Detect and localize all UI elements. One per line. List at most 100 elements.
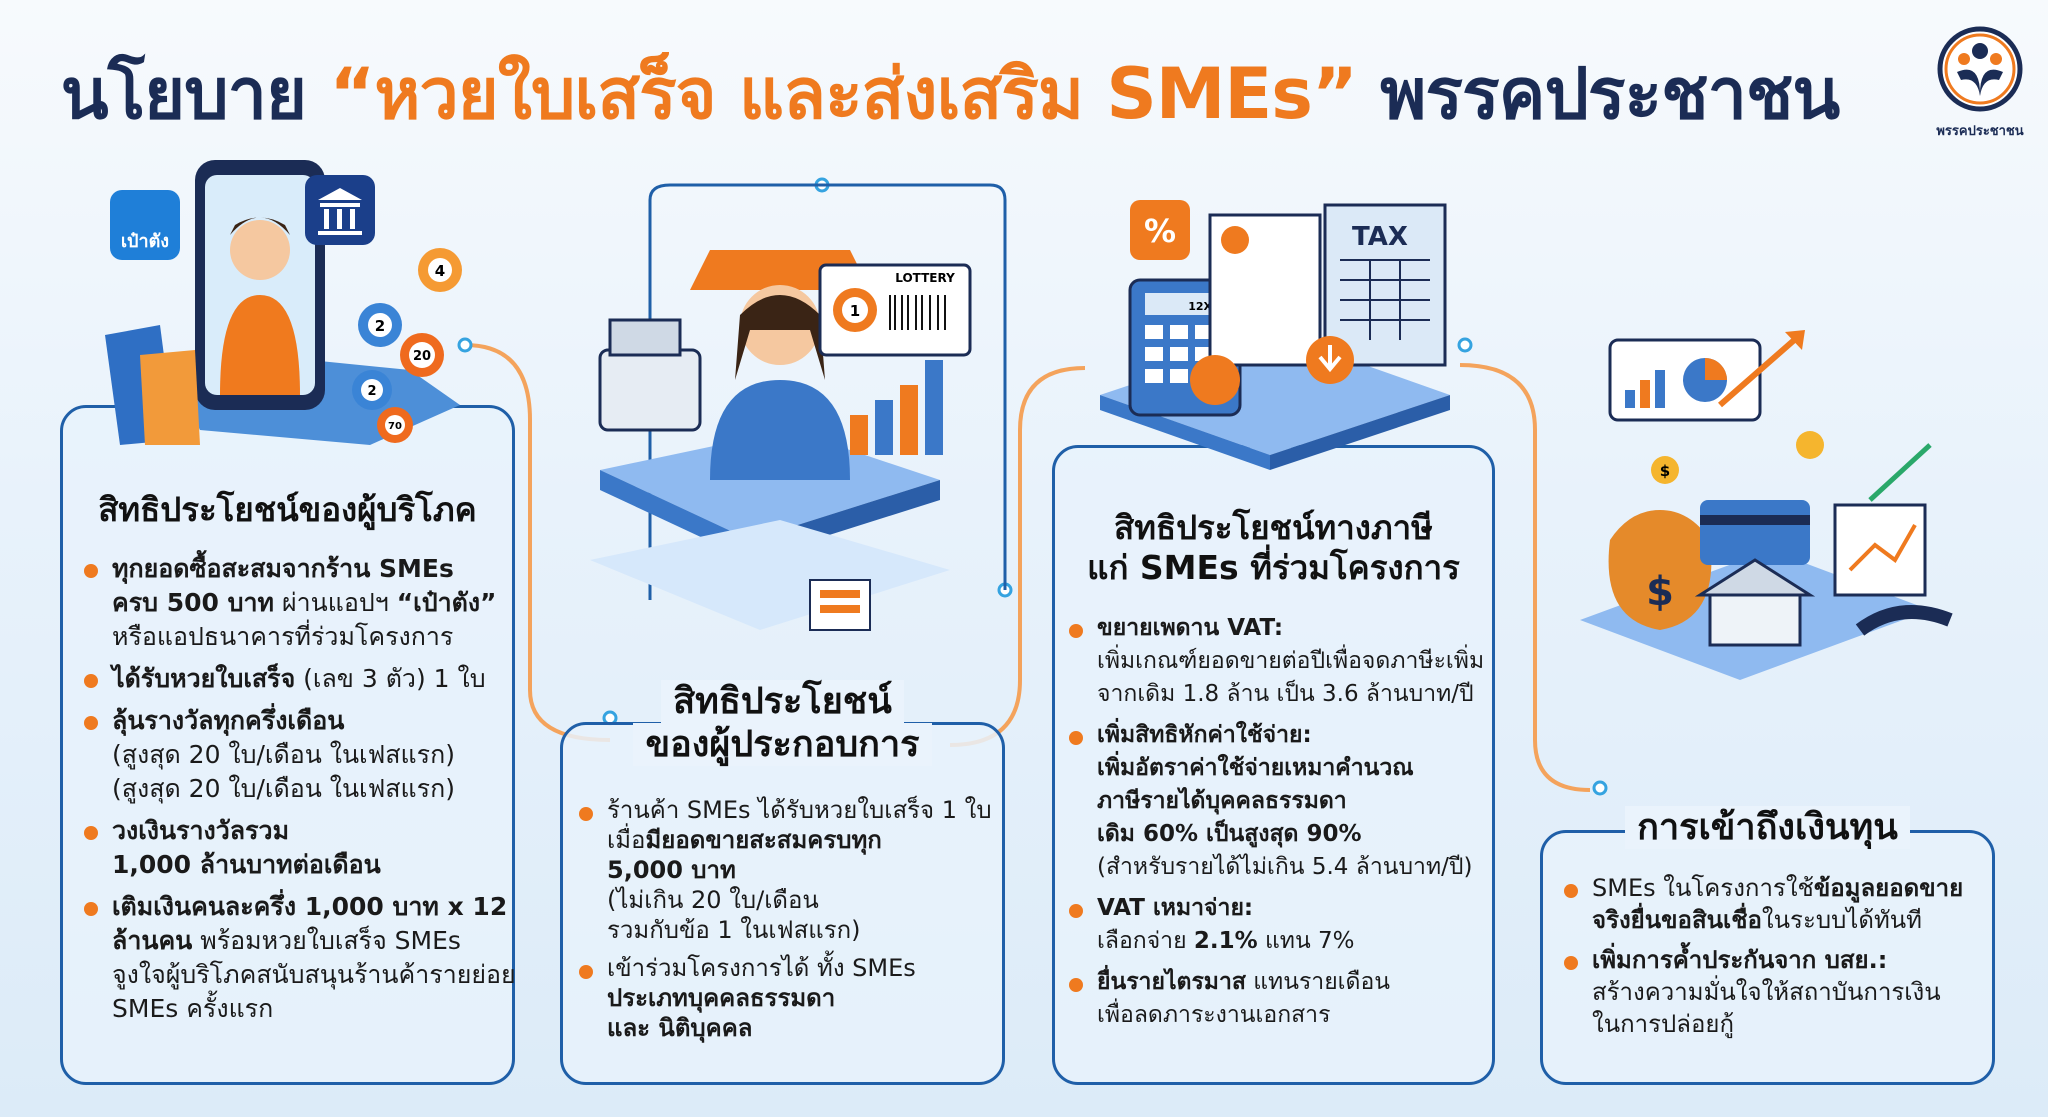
svg-text:เป๋าตัง: เป๋าตัง [121, 231, 169, 252]
bullet-text: (เลข 3 ตัว) 1 ใบ [295, 664, 486, 693]
bullet-text: SMEs ในโครงการใช้ [1592, 874, 1814, 902]
bullet-text: พร้อมหวยใบเสร็จ SMEs [192, 926, 461, 955]
svg-text:20: 20 [413, 349, 431, 364]
bullet-text: ขยายเพดาน VAT: [1097, 615, 1284, 641]
bullet-item: ทุกยอดซื้อสะสมจากร้าน SMEs ครบ 500 บาท ผ่… [80, 552, 510, 654]
bullet-text: (สูงสุด 20 ใบ/เดือน ในเฟสแรก) [112, 740, 455, 769]
handshake-icon [1855, 605, 1953, 636]
bullet-line: เพิ่มอัตราค่าใช้จ่ายเหมาคำนวณ [1097, 752, 1490, 785]
bullet-line: (สำหรับรายได้ไม่เกิน 5.4 ล้านบาท/ปี) [1097, 851, 1490, 884]
title-suffix: พรรคประชาชน [1356, 53, 1840, 135]
bullet-text: (ไม่เกิน 20 ใบ/เดือน [607, 886, 819, 914]
bullet-text: ภาษีรายได้บุคคลธรรมดา [1097, 788, 1347, 814]
bullet-text: ข้อมูลยอดขาย [1813, 874, 1964, 902]
bullet-line: เพิ่มสิทธิหักค่าใช้จ่าย: [1097, 719, 1490, 752]
panel-tax-bullets: ขยายเพดาน VAT: เพิ่มเกณฑ์ยอดขายต่อปีเพื่อ… [1065, 612, 1490, 1040]
bullet-text: เดิม 60% เป็นสูงสุด 90% [1097, 821, 1362, 847]
bullet-item: ยื่นรายไตรมาส แทนรายเดือนเพื่อลดภาระงานเ… [1065, 966, 1490, 1032]
bullet-line: ครบ 500 บาท ผ่านแอปฯ “เป๋าตัง” [112, 586, 510, 620]
bullet-line: เพิ่มการค้ำประกันจาก บสย.: [1592, 944, 1990, 976]
bullet-line: เพื่อลดภาระงานเอกสาร [1097, 999, 1490, 1032]
bullet-text: จูงใจผู้บริโภคสนับสนุนร้านค้ารายย่อย [112, 960, 516, 989]
bullet-line: ได้รับหวยใบเสร็จ (เลข 3 ตัว) 1 ใบ [112, 662, 510, 696]
bullet-item: VAT เหมาจ่าย:เลือกจ่าย 2.1% แทน 7% [1065, 892, 1490, 958]
svg-text:%: % [1144, 212, 1176, 250]
bullet-line: หรือแอปธนาคารที่ร่วมโครงการ [112, 620, 510, 654]
bullet-text: ในการปล่อยกู้ [1592, 1010, 1734, 1038]
bullet-item: เติมเงินคนละครึ่ง 1,000 บาท x 12 ล้านคน พ… [80, 890, 516, 1026]
bullet-line: เลือกจ่าย 2.1% แทน 7% [1097, 925, 1490, 958]
bullet-line: ทุกยอดซื้อสะสมจากร้าน SMEs [112, 552, 510, 586]
tax-document-icon [1323, 203, 1447, 367]
bullet-text: ล้านคน [112, 926, 193, 955]
panel-2-frame [648, 183, 1007, 600]
bullet-text: เมื่อ [607, 826, 646, 854]
bullet-line: ยื่นรายไตรมาส แทนรายเดือน [1097, 966, 1490, 999]
bullet-line: เข้าร่วมโครงการได้ ทั้ง SMEs [607, 953, 995, 983]
bullet-line: SMEs ในโครงการใช้ข้อมูลยอดขาย [1592, 872, 1990, 904]
bullet-line: เพิ่มเกณฑ์ยอดขายต่อปีเพื่อจดภาษีะเพิ่ม [1097, 645, 1490, 678]
money-bag-icon [1608, 510, 1712, 630]
panel-consumer-bullets: ทุกยอดซื้อสะสมจากร้าน SMEs ครบ 500 บาท ผ่… [80, 552, 516, 1034]
bullet-text: เพิ่มเกณฑ์ยอดขายต่อปีเพื่อจดภาษีะเพิ่ม [1097, 648, 1485, 674]
bullet-line: รวมกับข้อ 1 ในเฟสแรก) [607, 915, 995, 945]
panel-funding-bullets: SMEs ในโครงการใช้ข้อมูลยอดขายจริงยื่นขอส… [1560, 872, 1990, 1048]
bullet-text: และ นิติบุคคล [607, 1014, 753, 1042]
svg-text:2: 2 [375, 317, 385, 335]
panel-operator-bullets: ร้านค้า SMEs ได้รับหวยใบเสร็จ 1 ใบเมื่อม… [575, 795, 995, 1051]
bullet-text: จากเดิม 1.8 ล้าน เป็น 3.6 ล้านบาท/ปี [1097, 681, 1474, 707]
bullet-line: SMEs ครั้งแรก [112, 992, 510, 1026]
bullet-text: ประเภทบุคคลธรรมดา [607, 984, 836, 1012]
bullet-line: ร้านค้า SMEs ได้รับหวยใบเสร็จ 1 ใบ [607, 795, 995, 825]
bullet-text: เพิ่มสิทธิหักค่าใช้จ่าย: [1097, 722, 1312, 748]
panel-funding [1540, 830, 1995, 1085]
title-highlight-lottery: “หวยใบเสร็จ [329, 53, 716, 135]
bullet-item: ขยายเพดาน VAT: เพิ่มเกณฑ์ยอดขายต่อปีเพื่อ… [1065, 612, 1490, 711]
connector-3-4 [1459, 363, 1591, 792]
bullet-text: จริงยื่นขอสินเชื่อ [1592, 906, 1762, 934]
bullet-text: สร้างความมั่นใจให้สถาบันการเงิน [1592, 978, 1941, 1006]
logo-text: พรรคประชาชน [1936, 124, 2024, 139]
svg-text:$: $ [1646, 569, 1674, 615]
bullet-text: เลือกจ่าย [1097, 928, 1194, 954]
bullet-line: ประเภทบุคคลธรรมดา [607, 983, 995, 1013]
bullet-text: เพื่อลดภาระงานเอกสาร [1097, 1002, 1331, 1028]
bullet-line: 5,000 บาท [607, 855, 995, 885]
bullet-text: แทนรายเดือน [1245, 969, 1391, 995]
bullet-line: ล้านคน พร้อมหวยใบเสร็จ SMEs [112, 924, 510, 958]
svg-text:70: 70 [388, 421, 402, 432]
bullet-text: หรือแอปธนาคารที่ร่วมโครงการ [112, 622, 454, 651]
bullet-text: ร้านค้า SMEs ได้รับหวยใบเสร็จ 1 ใบ [607, 796, 992, 824]
bullet-text: 5,000 บาท [607, 856, 736, 884]
party-logo-icon [1937, 26, 2023, 112]
bullet-line: VAT เหมาจ่าย: [1097, 892, 1490, 925]
title-highlight-smes: SMEs” [1106, 53, 1358, 135]
bullet-line: สร้างความมั่นใจให้สถาบันการเงิน [1592, 976, 1990, 1008]
bullet-text: ทุกยอดซื้อสะสมจากร้าน SMEs [112, 554, 454, 583]
bullet-text: เพิ่มการค้ำประกันจาก บสย.: [1592, 946, 1888, 974]
pao-tang-app-icon [110, 190, 180, 260]
svg-text:2: 2 [367, 384, 376, 399]
bullet-line: เติมเงินคนละครึ่ง 1,000 บาท x 12 [112, 890, 510, 924]
bullet-text: รวมกับข้อ 1 ในเฟสแรก) [607, 916, 861, 944]
bullet-text: เข้าร่วมโครงการได้ ทั้ง SMEs [607, 954, 916, 982]
lottery-balls: 4 2 20 2 70 [352, 248, 462, 443]
svg-text:1: 1 [850, 302, 860, 320]
bullet-line: และ นิติบุคคล [607, 1013, 995, 1043]
merchant-illustration: 1 LOTTERY [590, 250, 972, 631]
title-middle: และส่งเสริม [715, 53, 1107, 135]
bullet-item: ร้านค้า SMEs ได้รับหวยใบเสร็จ 1 ใบเมื่อม… [575, 795, 995, 945]
tax-illustration: 12X % TAX [1100, 200, 1450, 470]
bullet-item: ได้รับหวยใบเสร็จ (เลข 3 ตัว) 1 ใบ [80, 662, 510, 696]
bullet-text: เติมเงินคนละครึ่ง 1,000 บาท x 12 [112, 892, 508, 921]
bullet-line: (สูงสุด 20 ใบ/เดือน ในเฟสแรก) [112, 772, 510, 806]
page-title: นโยบาย “หวยใบเสร็จ และส่งเสริม SMEs” พรร… [0, 38, 1900, 149]
bullet-text: ได้รับหวยใบเสร็จ [112, 664, 296, 693]
consumer-illustration: เป๋าตัง 4 2 20 2 70 [105, 160, 462, 445]
bullet-text: 1,000 ล้านบาทต่อเดือน [112, 850, 381, 879]
panel-operator [560, 722, 1005, 1085]
bullet-line: ในการปล่อยกู้ [1592, 1008, 1990, 1040]
bullet-line: จูงใจผู้บริโภคสนับสนุนร้านค้ารายย่อย [112, 958, 516, 992]
